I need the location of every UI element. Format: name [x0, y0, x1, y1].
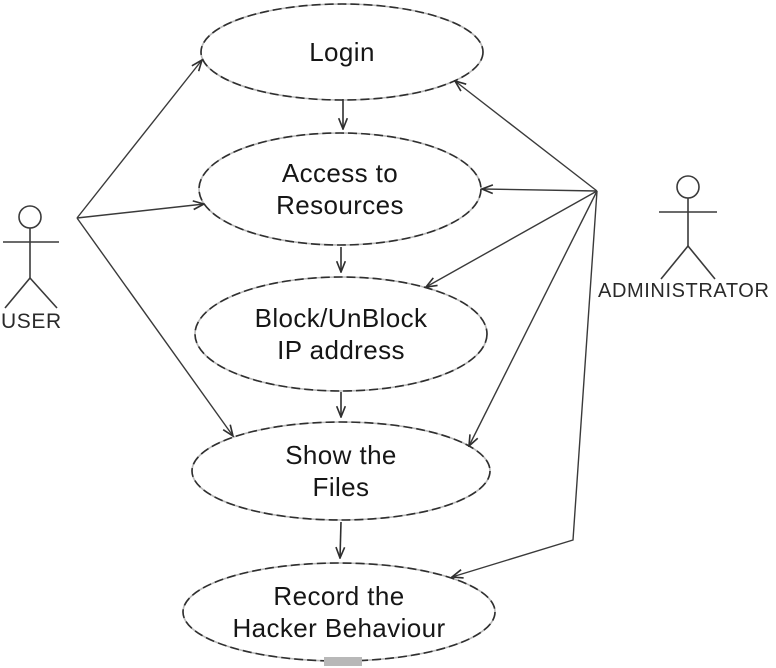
edge-user-login	[76, 60, 202, 219]
administrator-leg-right	[687, 245, 716, 280]
edge-admin-login	[455, 81, 598, 192]
usecase-show-label-line2: Files	[312, 472, 370, 502]
administrator-actor-label: ADMINISTRATOR	[598, 280, 770, 302]
usecase-show-the-files-ellipse	[191, 421, 491, 521]
administrator-head	[676, 175, 700, 199]
usecase-login-ellipse	[200, 3, 484, 101]
edge-user-show-the-files	[76, 217, 233, 436]
edge-admin-block-unblock	[426, 190, 598, 287]
usecase-show-label-line1: Show the	[285, 440, 397, 470]
edge-admin-record-hacker-behaviour	[452, 190, 598, 577]
usecase-show-ellipse-outline	[191, 421, 491, 521]
edge-admin-access-to-resources	[482, 189, 598, 191]
user-head	[18, 205, 42, 229]
administrator-leg-left	[660, 245, 689, 280]
user-leg-left	[4, 277, 31, 309]
administrator-actor-icon	[659, 175, 717, 280]
usecase-login-label-line1: Login	[309, 37, 375, 67]
usecase-access-to-resources-label: Access to Resources	[230, 157, 450, 221]
usecase-access-label-line1: Access to	[281, 158, 399, 188]
scan-artifact-bar	[324, 657, 362, 666]
usecase-record-label-line1: Record the	[273, 581, 405, 611]
usecase-show-the-files-label: Show the Files	[231, 439, 451, 503]
usecase-login-label: Login	[242, 35, 442, 69]
user-actor-label: USER	[1, 310, 62, 333]
user-edges	[76, 60, 233, 436]
usecase-record-hacker-behaviour-label: Record the Hacker Behaviour	[189, 580, 489, 644]
arrow-show-to-record	[340, 521, 341, 558]
usecase-access-label-line2: Resources	[276, 190, 404, 220]
usecase-block-unblock-ellipse	[194, 276, 488, 392]
user-actor-icon	[3, 205, 59, 309]
administrator-edges	[426, 81, 598, 577]
usecase-block-unblock-label: Block/UnBlock IP address	[221, 302, 461, 366]
usecase-block-label-line1: Block/UnBlock	[254, 303, 428, 333]
edge-user-access-to-resources	[76, 204, 204, 219]
usecase-block-ellipse-outline	[194, 276, 488, 392]
edge-admin-show-the-files	[469, 190, 598, 446]
sequence-arrows	[340, 99, 343, 558]
user-leg-right	[29, 277, 58, 309]
usecase-record-label-line2: Hacker Behaviour	[232, 613, 446, 643]
usecase-block-label-line2: IP address	[277, 335, 405, 365]
usecase-login-ellipse-outline	[200, 3, 484, 101]
